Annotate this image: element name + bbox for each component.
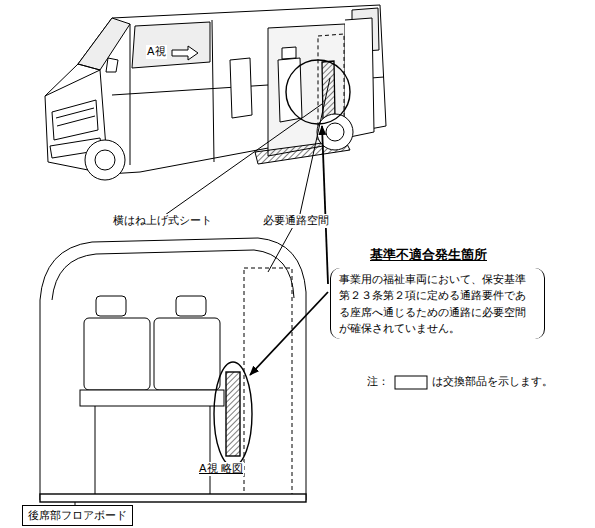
note-symbol — [395, 376, 427, 389]
callout-body: 事業用の福祉車両において、保安基準第２３条第２項に定める通路要件である座席へ通じ… — [330, 268, 545, 339]
note-label: は交換部品を示します。 — [431, 375, 554, 389]
part-name: 後席部フロアボード — [22, 505, 133, 526]
van-rear-view — [40, 238, 306, 507]
part-label: 必要通路空間 — [262, 214, 330, 228]
view-label: A視 — [146, 45, 167, 59]
leader-lines — [165, 78, 330, 272]
van-perspective — [45, 5, 386, 180]
part-label: 横はね上げ式シート — [112, 214, 213, 228]
callout-heading: 基準不適合発生箇所 — [370, 246, 545, 264]
part-box: 後席部フロアボード — [22, 505, 133, 526]
view-title: A視 略図 — [198, 462, 244, 476]
callout-box: 基準不適合発生箇所事業用の福祉車両において、保安基準第２３条第２項に定める通路要… — [330, 246, 545, 339]
view-arrow — [172, 46, 198, 60]
note-label: 注： — [366, 375, 390, 389]
